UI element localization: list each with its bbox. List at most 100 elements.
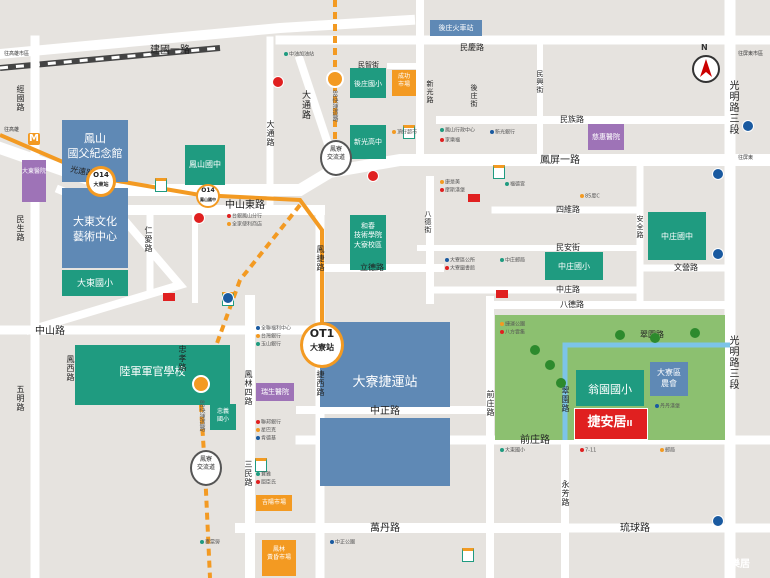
seven-eleven-icon [155,178,167,192]
cuiyuan-elem-label: 翁園國小 [588,383,632,396]
cihui-hospital-label: 慈惠醫院 [592,133,620,141]
poi: 康是美 [440,180,460,186]
poi: 85度C [580,194,600,200]
houzhuang-elem-label: 後庄國小 [354,80,382,88]
fengshan-jh-label: 鳳山國中 [189,160,221,169]
road-fengjie: 鳳捷路 [316,245,325,272]
poi: 聯邦銀行 [256,420,281,426]
poi: 頂好超市 [392,130,417,136]
poi: 郵局 [660,448,675,454]
poi: 寶雅 [256,472,271,478]
highway-88-label-2: 88快速道路 [198,400,205,432]
houzhuang-elem-block [350,68,386,98]
zhongzhuang-jh-label: 中庄國中 [661,232,693,241]
road-fengping: 鳳屏一路 [540,155,580,166]
direction-to-kaohsiung-city: 往高雄市區 [4,51,30,57]
chenggong-market-block [392,70,416,96]
road-minzu: 民族路 [560,115,584,124]
road-renai: 仁愛路 [144,226,153,253]
poi: 捷運公園 [500,322,525,328]
road-chenggong: 新光路 [426,80,434,104]
poi: 中正公園 [330,540,355,546]
road-minzhi: 民智街 [358,61,379,69]
poi: 摩斯漢堡 [440,188,465,194]
xinguang-hs-block [350,125,386,159]
poi: 7-11 [580,448,596,454]
road-fenglin: 鳳林四路 [244,370,253,406]
poi: 中庄郵局 [500,258,525,264]
fenglin-market-block [262,540,296,576]
depot-block-south [320,418,450,486]
cuiyuan-road-highlight [562,342,730,440]
xinguang-hs-label: 新光高中 [354,138,382,146]
dadong-elem-block [62,270,128,296]
road-mingsheng: 民生路 [16,215,25,242]
dadong-elem-label: 大東國小 [76,279,113,289]
direction-to-kaohsiung: 往高雄 [4,127,20,133]
poi: 全聯福利中心 [256,326,291,332]
jixiang-market-block [256,495,292,511]
jieanju-label[interactable]: 捷安居II [587,415,633,430]
jieanju-block[interactable] [574,408,648,440]
ok-mart-icon [163,293,175,301]
road-minxing: 民興街 [536,70,544,94]
road-jianguo-1: 建國一路 [150,45,190,56]
road-jiexi: 捷西路 [316,370,325,397]
poi: 台銀鳳山分行 [227,214,262,220]
road-wandan: 萬丹路 [370,523,400,534]
ok-mart-icon [468,194,480,202]
zhongzhuang-elem-label: 中庄國小 [558,262,590,271]
zhongyi-elem-block [210,404,236,430]
tree-icon [650,333,660,343]
dadong-hospital-label: 大東醫院 [22,168,47,175]
road-minqing: 民慶路 [460,43,484,52]
seven-eleven-icon [462,548,474,562]
tree-icon [690,328,700,338]
cuiyuan-elem-block [576,370,644,406]
fenglin-market-label: 鳳林 黃昏市場 [266,546,291,562]
watermark: 樂居 [730,559,750,570]
road-zhongshan-east: 中山東路 [225,200,265,211]
road-zhongzheng: 中正路 [370,406,400,417]
compass-icon [692,55,720,83]
road-guangming-3-south: 光明路三段 [727,335,738,390]
road-guangming-3: 光明路三段 [727,80,738,135]
seven-eleven-icon [255,458,267,472]
poi: 八方雲集 [500,330,525,336]
ok-mart-icon [496,290,508,298]
fengshan-jh-block [185,145,225,185]
poi: 屈臣氏 [256,480,276,486]
road-wuming: 五明路 [16,385,25,412]
road-yongfang: 永芳路 [561,480,570,507]
tree-icon [615,330,625,340]
road-datong-2: 大通路 [300,90,310,120]
direction-to-pingtung-city: 往屏東市區 [738,51,764,57]
road-sanmin: 三民路 [244,460,253,487]
chenggong-market-label: 成功 市場 [397,73,410,88]
interchange-bottom: 鳳寮 交流道 [190,450,222,486]
tree-icon [530,345,540,355]
road-liuqiu: 琉球路 [620,523,650,534]
houzhuang-station-label: 後庄火車站 [438,24,474,32]
poi: 肯德基 [256,436,276,442]
poi: 大東國小 [500,448,525,454]
poi: 玉山銀行 [256,342,281,348]
poi: 中油加油站 [284,52,314,58]
poi: 福德宮 [505,182,525,188]
seven-eleven-icon [403,125,415,139]
road-lide: 立德路 [360,263,384,272]
poi: 台灣銀行 [256,334,281,340]
interchange-top: 鳳寮 交流道 [320,140,352,176]
poi: 大寮區公所 [445,258,475,264]
road-jingguo: 經國路 [16,85,25,112]
bank-icon [712,248,724,260]
road-zhongzhuang: 中庄路 [556,285,580,294]
poi: 丹丹漢堡 [655,404,680,410]
poi: 家樂福 [440,138,460,144]
mcdonalds-icon: M [28,133,40,145]
road-fengxi: 鳳西路 [66,355,75,382]
